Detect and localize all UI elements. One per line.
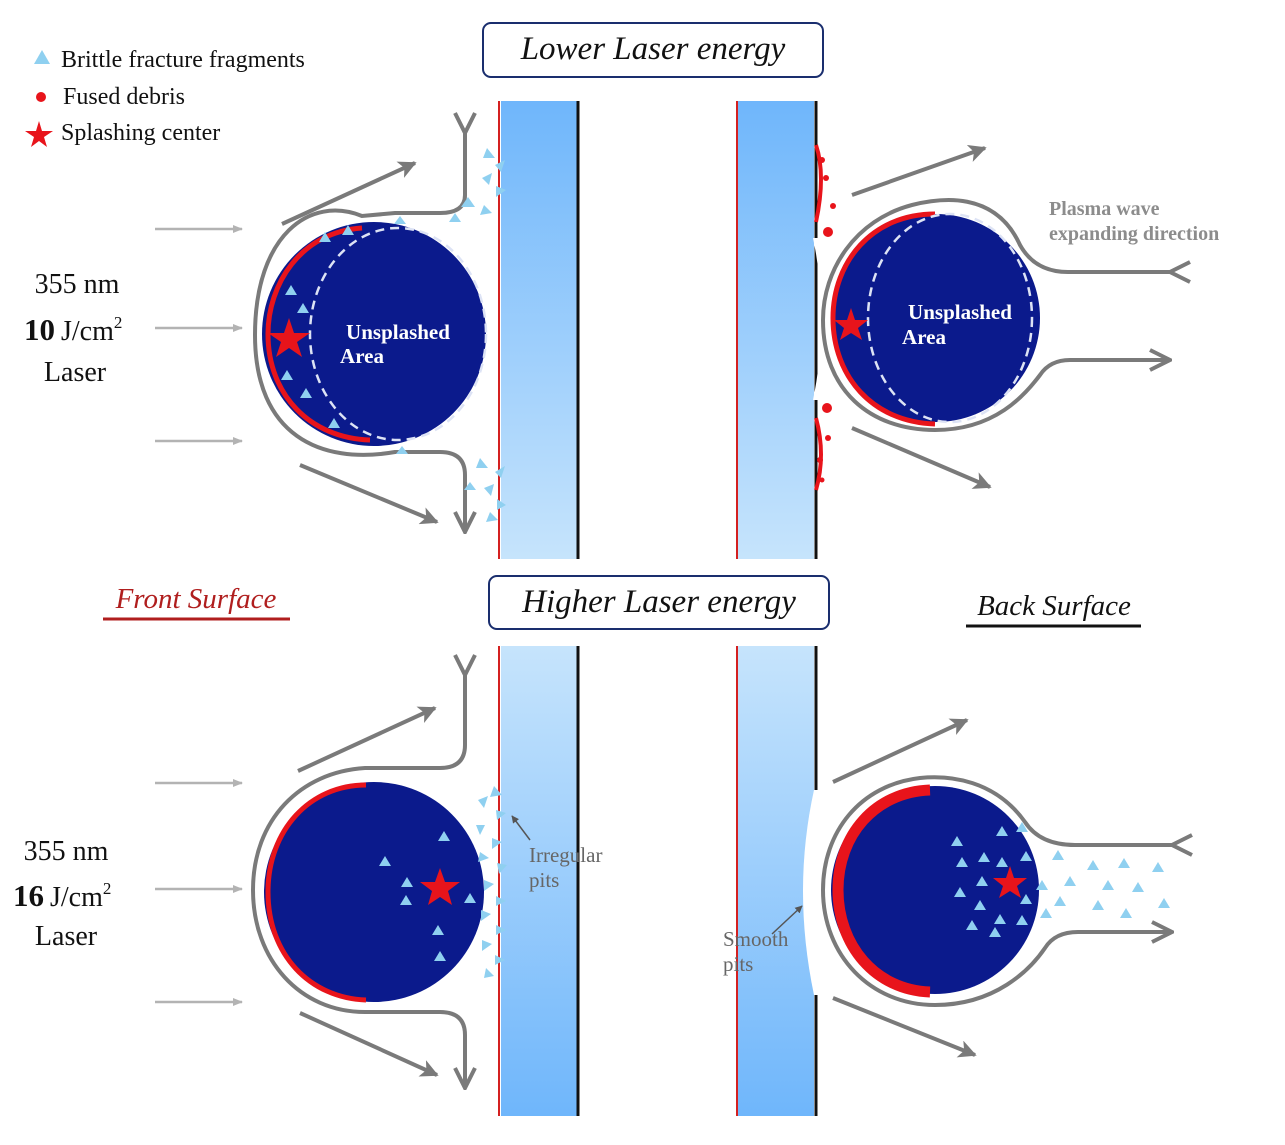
bottom-title-box: Higher Laser energy <box>488 575 830 630</box>
molten-layer <box>830 211 936 427</box>
back-top-debris-streak-1 <box>814 144 823 223</box>
unsplashed-boundary <box>308 226 488 442</box>
front-surface-label: Front Surface <box>115 583 277 615</box>
irregular-pits-label-line1: Irregular <box>529 843 602 867</box>
bottom-laser-word: Laser <box>35 921 98 952</box>
flow-arrows-bottom-front <box>297 706 439 1077</box>
particle-body <box>264 782 484 1002</box>
plasma-boundary-bottom-back <box>820 775 1172 1008</box>
fragment-legend-icon <box>34 50 50 64</box>
splashing-center-star <box>993 866 1027 898</box>
irregular-pits-annotation: Irregular pits <box>511 815 602 892</box>
plasma-wave-label-line2: expanding direction <box>1049 223 1219 245</box>
debris-legend-icon <box>36 92 46 102</box>
particle-bottom-front <box>250 675 484 1088</box>
plasma-boundary-top-front <box>252 133 465 532</box>
back-surface-label: Back Surface <box>977 590 1131 622</box>
smooth-pits-label-line2: pits <box>723 952 753 976</box>
fragments-bottom-back-outside <box>1052 850 1170 918</box>
plasma-wave-label-line1: Plasma wave <box>1049 198 1160 220</box>
smooth-pits-annotation: Smooth pits <box>723 905 803 976</box>
top-laser-wavelength: 355 nm <box>35 269 120 300</box>
area-label-top-back: Area <box>902 325 946 349</box>
smooth-pits-label-line1: Smooth <box>723 927 789 951</box>
substrate-front-bottom <box>498 646 580 1116</box>
flow-arrows-top-back <box>851 144 992 489</box>
fragments-inside-bottom-front <box>379 831 476 961</box>
bottom-laser-wavelength: 355 nm <box>24 836 109 867</box>
particle-body <box>262 222 486 446</box>
legend-fragments-label: Brittle fracture fragments <box>61 47 305 73</box>
substrate-back-bottom <box>736 646 820 1116</box>
legend-debris-label: Fused debris <box>63 84 185 110</box>
star-legend-icon <box>25 121 53 147</box>
back-top-debris-streak-2 <box>814 417 823 491</box>
unsplashed-boundary <box>866 212 1034 424</box>
irregular-pits-label-line2: pits <box>529 868 559 892</box>
particle-top-back: Unsplashed Area <box>820 198 1170 433</box>
molten-layer <box>265 225 371 443</box>
particle-top-front: Unsplashed Area <box>252 133 488 532</box>
back-top-shallow-pit <box>813 238 822 400</box>
flow-arrows-bottom-back <box>832 718 977 1058</box>
splashing-center-star <box>834 308 868 340</box>
flow-arrows-top-front <box>281 161 439 525</box>
molten-layer <box>832 784 931 998</box>
plasma-boundary-bottom-front <box>250 675 465 1088</box>
unsplashed-label-top-back: Unsplashed <box>908 300 1012 324</box>
splashing-center-star <box>420 868 460 905</box>
smooth-pit <box>803 790 820 995</box>
particle-body <box>832 214 1040 422</box>
debris-dots-top-back <box>817 157 836 483</box>
plasma-boundary-top-back <box>820 198 1170 433</box>
substrate-front-top <box>498 101 580 559</box>
legend: Brittle fracture fragments Fused debris … <box>25 47 305 147</box>
particle-body <box>831 786 1039 994</box>
top-title-box: Lower Laser energy <box>482 22 824 78</box>
particle-bottom-back <box>820 775 1172 1008</box>
bottom-title: Higher Laser energy <box>521 584 796 620</box>
unsplashed-label-top-front: Unsplashed <box>346 320 450 344</box>
top-laser-word: Laser <box>44 357 107 388</box>
fragments-inside-bottom-back <box>951 822 1052 937</box>
fragments-front-top-surface <box>394 148 506 522</box>
molten-layer <box>265 782 367 1003</box>
splashing-center-star <box>268 318 310 357</box>
substrate-back-top <box>736 101 823 559</box>
area-label-top-front: Area <box>340 344 384 368</box>
fragments-front-bottom-surface <box>476 786 507 978</box>
legend-splash-label: Splashing center <box>61 120 220 146</box>
laser-arrows <box>155 225 243 1006</box>
top-title: Lower Laser energy <box>520 31 786 67</box>
fragments-inside-top-front <box>281 225 354 428</box>
